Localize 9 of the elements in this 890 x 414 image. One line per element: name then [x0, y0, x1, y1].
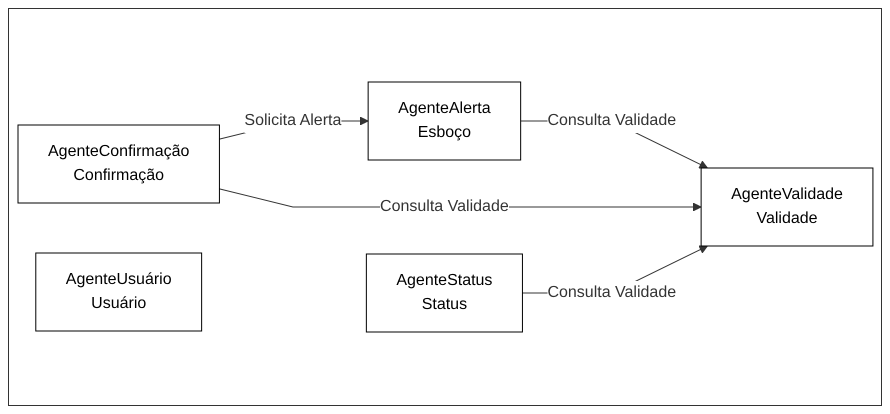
edge-label: Consulta Validade — [546, 112, 676, 129]
node-box: AgenteValidade Validade — [700, 168, 873, 246]
edge-label: Consulta Validade — [546, 284, 676, 301]
node-box: AgenteStatus Status — [365, 254, 522, 332]
edge-label: Consulta Validade — [380, 198, 508, 215]
node-box: AgenteUsuário Usuário — [34, 252, 202, 332]
node-box: AgenteAlerta Esboço — [367, 82, 521, 160]
node-box: AgenteConfirmação Confirmação — [17, 124, 220, 204]
edge-label: Solicita Alerta — [244, 112, 341, 129]
